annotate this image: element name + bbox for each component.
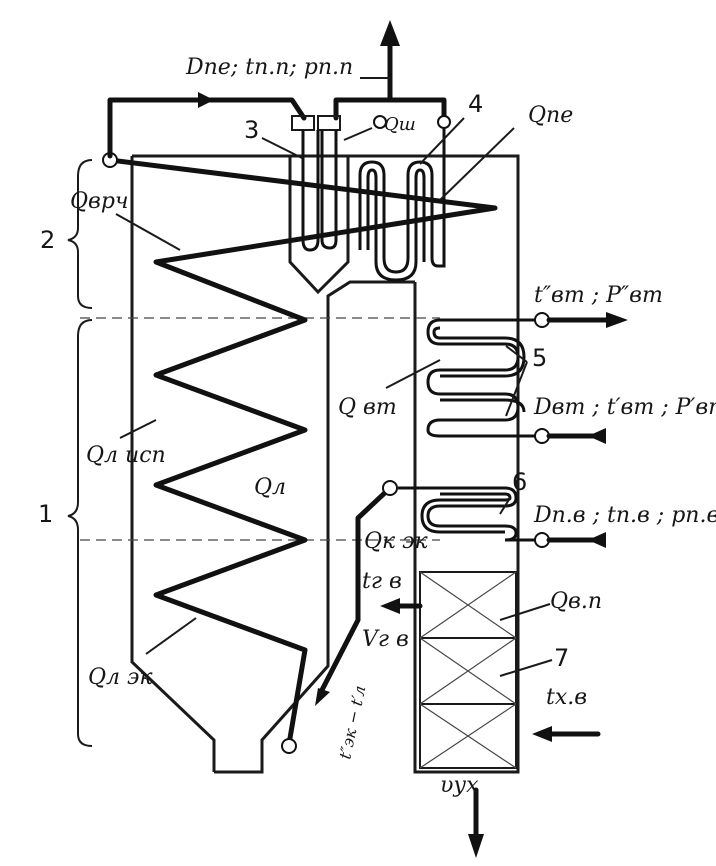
leader-q-vt — [385, 359, 441, 389]
economizer-riser — [319, 485, 393, 693]
q-sh-node — [373, 115, 387, 129]
label-num-3: 3 — [244, 116, 259, 144]
label-d-vt-in: Dвт ; t′вт ; P′вт — [533, 395, 716, 420]
platen-coil — [301, 130, 338, 252]
riser-arrow-head — [315, 688, 330, 706]
cold-air-arrow — [532, 726, 552, 742]
leader-q-ek-l — [145, 617, 197, 655]
leader-q-vrch — [115, 213, 181, 251]
label-t-xv: tх.в — [546, 685, 587, 710]
radiant-zigzag-tube — [107, 157, 498, 747]
label-num-1: 1 — [38, 500, 53, 528]
label-v-gv: Vг в — [362, 627, 409, 652]
convective-superheater-coil — [358, 128, 446, 282]
economizer-coil — [398, 486, 540, 542]
leader-q-isp — [119, 419, 157, 439]
furnace-hopper-bottom — [214, 280, 415, 774]
reheater-coil — [426, 318, 540, 438]
label-q-l: Qл — [254, 475, 286, 500]
main-steam-arrow — [380, 20, 400, 46]
top-steam-pipe-left — [107, 97, 307, 159]
platen-header-b — [317, 115, 341, 131]
leader-3 — [261, 137, 303, 159]
label-d-pe: Dпе; tп.п; pп.п — [185, 55, 353, 80]
reheater-inlet-arrow — [588, 428, 606, 444]
label-num-2: 2 — [40, 226, 55, 254]
top-flow-arrow — [198, 92, 214, 108]
label-num-5: 5 — [532, 344, 547, 372]
leader-q-pe — [439, 127, 515, 201]
label-q-ek-k: Qк эк — [364, 529, 428, 554]
label-q-vrch: Qврч — [70, 189, 129, 214]
brace-zone-1 — [67, 319, 93, 747]
reheater-outlet-arrow — [606, 312, 628, 328]
feedwater-arrow — [588, 532, 606, 548]
label-q-isp: Qл исп — [86, 443, 166, 468]
leader-7 — [499, 659, 553, 677]
platen-screen — [288, 156, 350, 295]
label-num-7: 7 — [554, 644, 569, 672]
label-q-vt: Q вт — [338, 395, 397, 420]
label-d-pv: Dп.в ; tп.в ; pп.в — [533, 503, 716, 528]
air-preheater — [419, 571, 517, 769]
reheater-coil-inner — [432, 326, 526, 413]
convective-shaft — [413, 282, 520, 774]
leader-4 — [419, 117, 465, 165]
label-q-sh: Qш — [384, 114, 416, 135]
leader-5b — [505, 361, 528, 417]
leader-6 — [499, 497, 511, 515]
label-num-4: 4 — [468, 90, 483, 118]
flue-gas-arrow — [468, 834, 484, 858]
superheater-header-node — [437, 115, 451, 129]
zigzag-bottom-node — [281, 738, 297, 754]
label-t-ek-vr: t″эк − t′л — [335, 684, 369, 761]
furnace-roof — [132, 154, 520, 288]
label-q-ek-l: Qл эк — [88, 665, 153, 690]
hot-air-arrow — [380, 598, 400, 614]
label-v-yx: υух — [440, 773, 479, 798]
label-num-6: 6 — [512, 468, 527, 496]
label-q-vp: Qв.п — [550, 589, 602, 614]
label-q-pe: Qпе — [528, 103, 573, 128]
furnace-wall-left — [130, 156, 216, 772]
leader-q-sh — [343, 127, 373, 141]
economizer-coil-inner — [420, 492, 512, 534]
economizer-outlet-node — [382, 480, 398, 496]
label-t-gv: tг в — [362, 569, 402, 594]
brace-zone-2 — [67, 159, 93, 309]
leader-5a — [505, 345, 528, 363]
label-t-vt-out: t″вт ; P″вт — [534, 283, 663, 308]
leader-q-vp — [499, 603, 551, 621]
